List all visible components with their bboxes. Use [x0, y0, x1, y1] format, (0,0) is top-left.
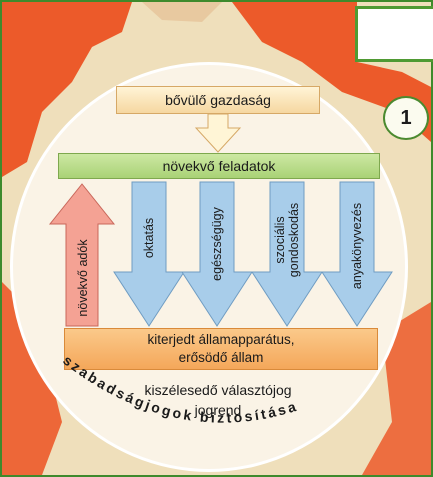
healthcare-down-arrow: [181, 181, 253, 327]
growing-economy-box: bővülő gazdaság: [116, 86, 320, 114]
economy-arrow: [194, 113, 242, 153]
suffrage-line2: jogrend: [194, 402, 242, 418]
suffrage-text: kiszélesedő választójog jogrend: [120, 380, 316, 420]
state-apparatus-box: kiterjedt államapparátus, erősödő állam: [64, 328, 378, 370]
growing-tasks-box: növekvő feladatok: [58, 153, 380, 179]
map-red-region-bottom-right: [362, 302, 431, 475]
freedom-rights-text: szabadságjogok biztosítása: [60, 352, 297, 426]
registry-down-arrow: [321, 181, 393, 327]
map-red-region-left: [2, 2, 132, 177]
state-apparatus-line1: kiterjedt államapparátus,: [147, 332, 295, 347]
social-care-down-arrow: [251, 181, 323, 327]
suffrage-line1: kiszélesedő választójog: [144, 382, 292, 398]
map-red-region-right: [232, 2, 431, 142]
education-down-arrow: [113, 181, 185, 327]
state-apparatus-line2: erősödő állam: [178, 350, 264, 365]
freedom-rights-curved-text: szabadságjogok biztosítása: [60, 352, 300, 426]
answer-box[interactable]: [355, 6, 433, 62]
number-badge: 1: [383, 96, 429, 140]
map-red-region-bottom-left: [2, 282, 62, 475]
taxes-up-arrow: [48, 183, 116, 327]
